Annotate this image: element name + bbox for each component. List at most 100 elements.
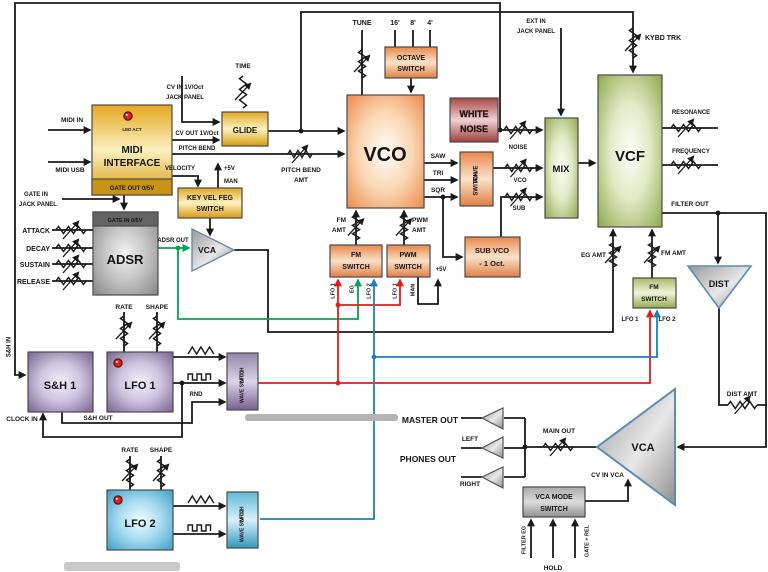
dist-amp-label: DIST [709, 279, 730, 289]
lfo1-shape-pot [148, 315, 166, 347]
label-lfo-1: LFO 1 [330, 283, 336, 299]
white-noise-block-label: WHITE [460, 109, 489, 119]
time-pot [234, 75, 252, 109]
tune-pot [353, 49, 371, 79]
octave-switch-block-label: OCTAVE [397, 55, 425, 62]
midi-interface-block-label: LED ACT [122, 127, 142, 132]
junction-dot [715, 210, 721, 216]
label-dist-amt: DIST AMT [727, 391, 757, 398]
label-cv-out-1v-oct: CV OUT 1V/Oct [175, 131, 218, 137]
lfo1-shape-pot-wiper [148, 321, 166, 340]
junction-dot [440, 194, 446, 200]
glide-block [221, 111, 269, 147]
gate-out-strip-label: GATE OUT 0/5V [110, 186, 155, 192]
lfo2-block [106, 489, 174, 551]
midi-act-led-dot [123, 111, 133, 121]
resonance-pot-wiper [677, 118, 695, 138]
pwm-switch-block-label: PWM [399, 252, 416, 259]
lfo2-wave-switch-block [226, 491, 259, 549]
octave-switch-block [384, 46, 438, 79]
vco-wave-switch-block-label: SWITCH [474, 172, 480, 196]
label-fm: FM [337, 217, 346, 224]
midi-act-led-shine [125, 113, 128, 116]
junction-dot [298, 128, 304, 134]
label-jack-panel: JACK PANEL [517, 29, 555, 35]
sqr-sub-wire [442, 197, 464, 261]
midi-interface-block-label: INTERFACE [104, 158, 161, 169]
label-4-: 4' [427, 20, 433, 27]
main-out-pot-wiper [549, 437, 567, 457]
label-sqr: SQR [431, 187, 445, 194]
label-cv-in-1v-oct: CV IN 1V/Oct [167, 85, 204, 91]
mix-block-label: MIX [553, 164, 571, 175]
lfo1-wave-switch-block-label: LFO1 [239, 370, 245, 383]
frequency-pot [670, 155, 702, 175]
lfo1-out-wire [258, 309, 654, 384]
square-wave-glyph [187, 373, 212, 381]
vca-env-amp-label: VCA [198, 245, 216, 255]
label-ext-in: EXT IN [526, 19, 545, 25]
noise-sh-loop-wire [14, 2, 501, 379]
adsr-gate-strip [92, 211, 159, 227]
label-left: LEFT [462, 436, 478, 443]
label-cv-in-vca: CV IN VCA [591, 472, 624, 479]
adsr-gate-strip-label: GATE IN 0/5V [108, 218, 143, 224]
resonance-pot [670, 118, 702, 138]
attack-pot-wiper [62, 220, 80, 240]
label-midi-in: MIDI IN [61, 117, 83, 124]
square-wave-glyph [187, 524, 212, 532]
pwm-man-wire [417, 277, 442, 305]
label-attack: ATTACK [22, 228, 50, 235]
attack-pot [55, 220, 87, 240]
pwm-switch-block-label: SWITCH [394, 264, 422, 271]
fm-switch-vcf-block-label: FM [649, 284, 658, 291]
label-clock-in: CLOCK IN [6, 416, 38, 423]
white-noise-block [449, 97, 499, 143]
eg-fm-wire [177, 248, 362, 320]
label-filter-out: FILTER OUT [671, 201, 709, 208]
junction-dot [175, 245, 181, 251]
lfo1-led-dot [113, 358, 123, 368]
filter-out-wire [662, 212, 767, 406]
fm-switch-vco-block [329, 244, 383, 278]
vca-feed-wire [676, 405, 767, 451]
lfo2-out-wire [260, 278, 378, 520]
label-lfo-2: LFO 2 [366, 283, 372, 299]
sub-vco-block-label: SUB VCO [475, 246, 509, 255]
lfo2-led-shine [115, 497, 118, 500]
sustain-pot-wiper [62, 254, 80, 274]
decay-pot-wiper [62, 238, 80, 258]
release-pot-wiper [62, 271, 80, 291]
vca-main-amp [595, 387, 676, 507]
label-amt: AMT [412, 227, 426, 234]
frequency-pot-wiper [677, 155, 695, 175]
label-release: RELEASE [17, 279, 50, 286]
midi-act-led [123, 111, 133, 121]
lfo2-led [113, 495, 123, 505]
label-main-out: MAIN OUT [543, 428, 575, 435]
label-filter-eg: FILTER EG [521, 526, 527, 554]
lfo2-shape-pot-wiper [152, 463, 170, 482]
lfo2-fm-wire [374, 309, 661, 358]
label-pwm: PWM [412, 217, 428, 224]
label-master-out: MASTER OUT [402, 415, 459, 425]
cv-in-vca-wire [585, 478, 632, 502]
fm-switch-vcf-block-label: SWITCH [641, 296, 667, 303]
label-vco: VCO [513, 178, 526, 184]
vca-mode-switch-block-label: VCA MODE [535, 494, 573, 501]
triangle-wave-glyph [187, 345, 215, 356]
time-pot-wiper [234, 82, 252, 101]
tune-pot-wiper [353, 54, 371, 73]
cv-in-jack-wire [181, 76, 221, 126]
lfo2-wave-switch-block-label: WAVE SWITCH [239, 506, 245, 542]
label-decay: DECAY [26, 246, 50, 253]
pitch-bend-amt-pot [287, 144, 313, 164]
label-sub: SUB [513, 206, 526, 212]
junction-dot [522, 444, 528, 450]
fm-amt-vco-pot-wiper [347, 217, 365, 236]
eg-amt-wire [234, 228, 617, 333]
label-man: MAN [410, 284, 416, 297]
pitch-bend-amt-pot-wiper [291, 144, 309, 164]
sub-level-pot-wiper [510, 187, 527, 207]
